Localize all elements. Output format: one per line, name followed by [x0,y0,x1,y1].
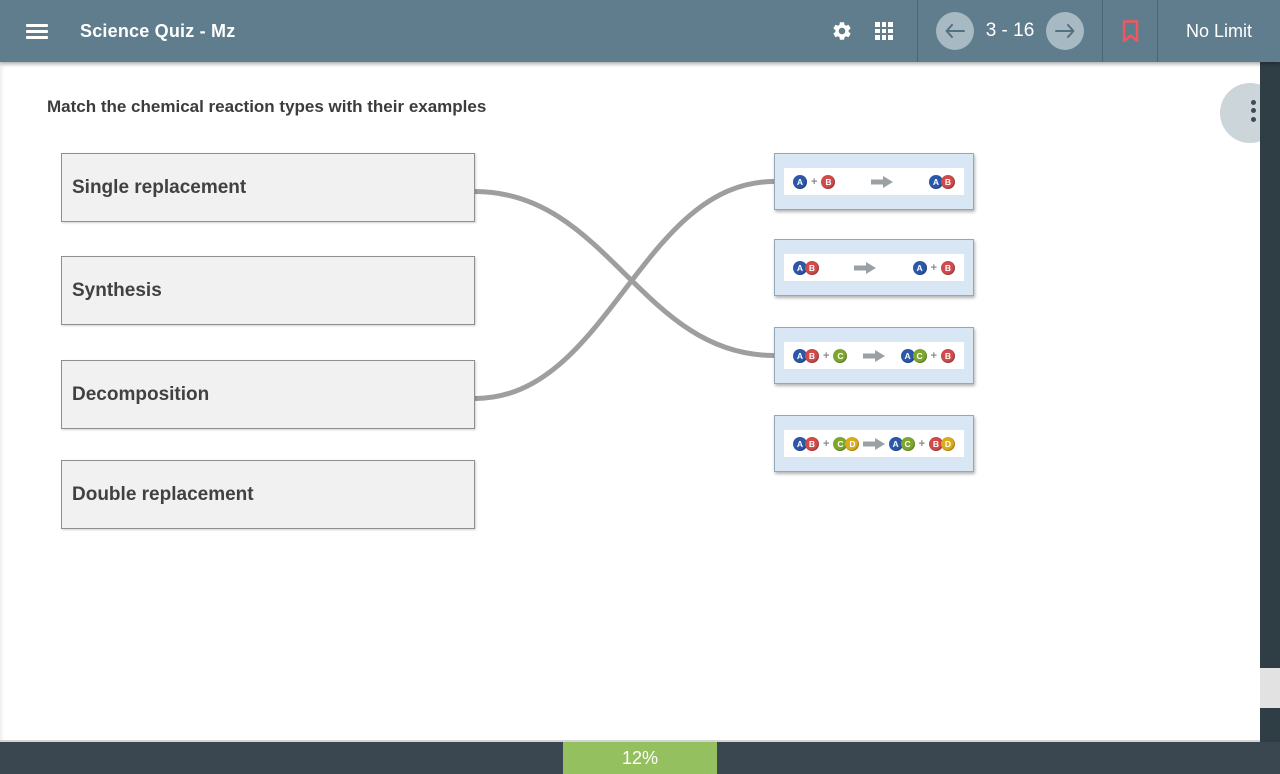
atom-a: A [929,174,943,189]
match-item-decomposition[interactable]: Decomposition [61,360,475,429]
reaction-arrow-icon [854,261,877,274]
atom-b: B [941,348,955,363]
plus-sign: + [823,349,830,362]
apps-grid-icon[interactable] [873,20,895,42]
hamburger-menu-icon[interactable] [26,21,48,42]
header-left: Science Quiz - Mz [0,0,809,62]
bookmark-button[interactable] [1103,0,1157,62]
time-limit-label: No Limit [1185,20,1252,41]
progress-percent-label: 12% [621,747,659,768]
atom-a: A [888,436,903,451]
molecule: B [941,260,955,275]
atom-a: A [793,174,807,189]
question-content-area: Match the chemical reaction types with t… [0,62,1260,742]
question-prompt: Match the chemical reaction types with t… [47,97,487,116]
atom-a: A [900,348,915,363]
molecule: C [833,348,848,363]
match-item-double-replacement[interactable]: Double replacement [61,460,475,529]
molecule-group: A+ B [912,260,955,275]
plus-sign: + [918,437,925,450]
atom-a: A [793,436,807,451]
reaction-arrow-icon [862,349,886,362]
molecule-group: A +B [793,174,836,189]
atom-c: C [833,348,848,363]
bottom-status-bar: 12% [0,742,1280,774]
app-header: Science Quiz - Mz 3 - 16 No Limit [0,0,1280,62]
header-action-icons [809,0,917,62]
question-position-label: 3 - 16 [985,20,1035,41]
scrollbar-thumb[interactable] [1260,668,1280,708]
atom-c: C [912,348,927,363]
molecule: A [793,174,807,189]
reaction-arrow-icon [862,437,886,450]
quiz-title: Science Quiz - Mz [80,20,236,41]
question-navigator: 3 - 16 [918,0,1102,62]
atom-d: D [941,436,955,451]
arrow-right-icon [1055,24,1075,38]
match-item-synthesis[interactable]: Synthesis [61,256,475,325]
match-item-single-replacement[interactable]: Single replacement [61,153,475,222]
atom-a: A [793,348,807,363]
molecule: B [821,174,836,189]
atom-b: B [821,174,836,189]
next-question-button[interactable] [1046,12,1085,50]
kebab-menu-icon [1251,96,1256,125]
plus-sign: + [930,349,937,362]
atom-a: A [793,260,807,275]
atom-b: B [805,436,819,451]
molecule: A [912,260,927,275]
connection-line [472,189,777,358]
reaction-arrow-icon [870,175,894,188]
atom-c: C [900,436,915,451]
settings-gear-icon[interactable] [831,20,853,42]
connection-line [472,179,777,401]
atom-b: B [941,260,955,275]
atom-a: A [912,260,927,275]
progress-bar: 12% [563,742,717,774]
header-divider [1102,0,1103,62]
bookmark-icon [1122,19,1138,42]
scrollbar-track[interactable] [1260,62,1280,742]
plus-sign: + [930,261,937,274]
time-limit-section: No Limit [1158,0,1280,62]
atom-b: B [805,260,819,275]
atom-b: B [941,174,955,189]
molecule: B [941,348,955,363]
header-divider [1157,0,1158,62]
arrow-left-icon [945,24,965,38]
plus-sign: + [811,175,818,188]
atom-b: B [929,436,943,451]
atom-b: B [805,348,819,363]
atom-d: D [845,436,860,451]
atom-c: C [833,436,848,451]
previous-question-button[interactable] [935,12,974,50]
plus-sign: + [823,437,830,450]
header-divider [917,0,918,62]
